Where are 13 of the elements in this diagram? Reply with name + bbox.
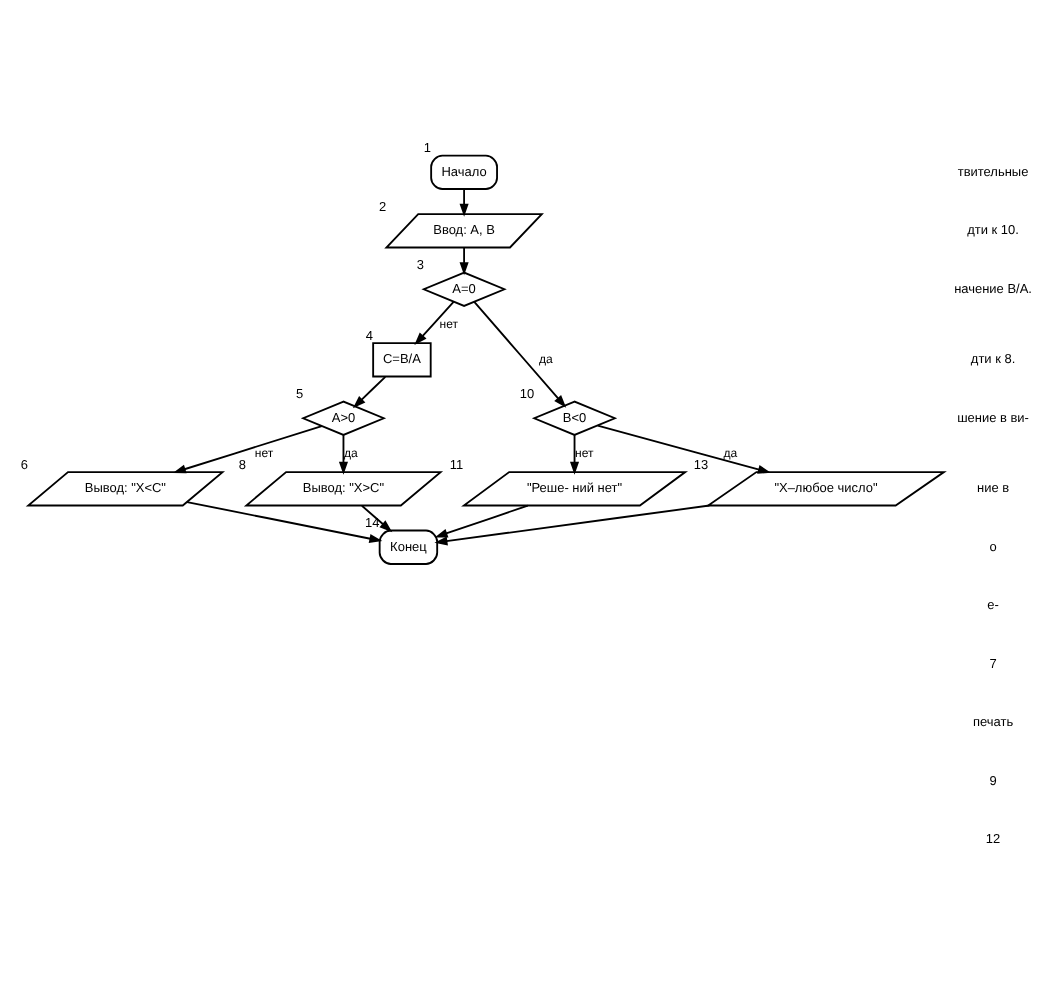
arrow xyxy=(338,434,348,475)
arrow xyxy=(361,504,393,533)
arrow xyxy=(414,300,455,346)
arrow xyxy=(570,434,580,475)
arrow xyxy=(459,246,469,276)
arrow xyxy=(434,504,711,546)
arrow xyxy=(186,501,383,544)
arrow xyxy=(596,424,771,474)
arrow xyxy=(352,375,387,409)
arrow xyxy=(473,301,567,408)
arrow xyxy=(459,188,469,217)
arrow xyxy=(434,504,529,538)
arrow xyxy=(172,425,323,474)
